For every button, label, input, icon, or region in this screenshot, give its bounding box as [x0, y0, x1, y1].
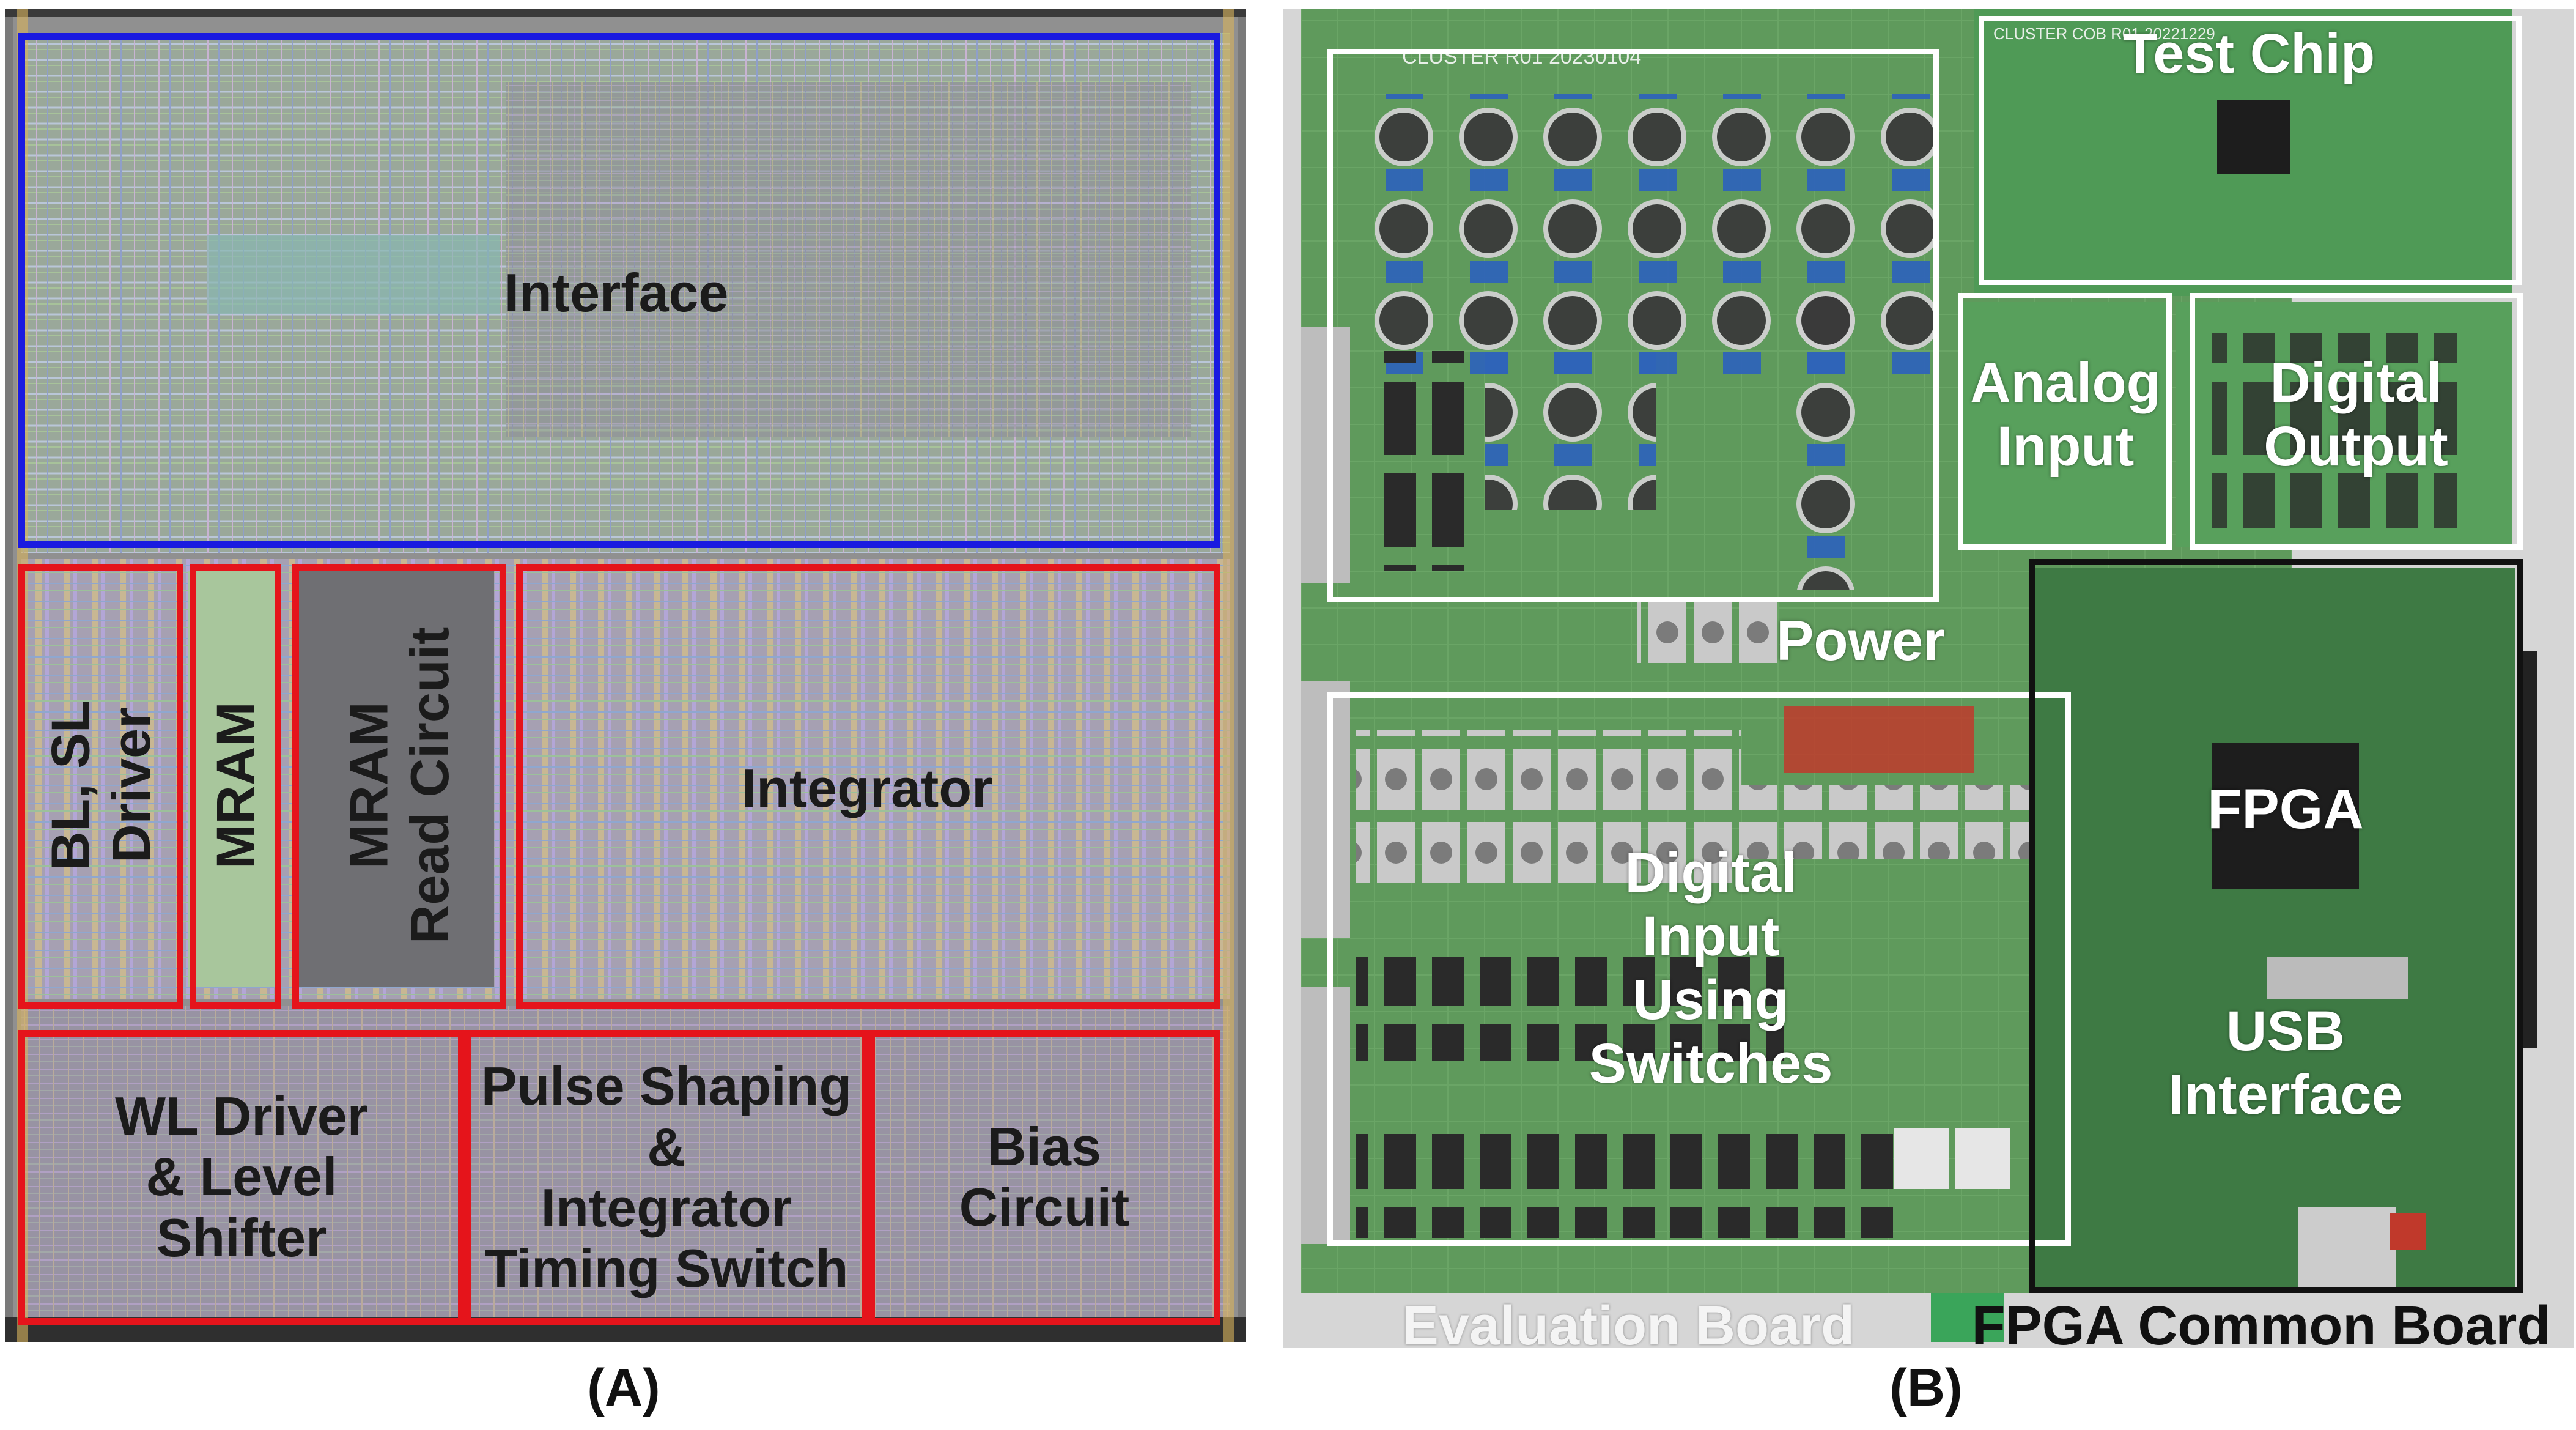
mram-label: MRAM — [205, 702, 266, 869]
chip-layout-image — [5, 9, 1246, 1342]
digital-input-region — [1327, 692, 2071, 1246]
digital-input-label: Digital Input Using Switches — [1589, 842, 1833, 1095]
panel-a-chip-layout: Interface BL, SL Driver MRAM MRAM Read C… — [5, 9, 1246, 1342]
digital-output-region — [2190, 293, 2523, 550]
interface-region — [18, 33, 1220, 548]
test-chip-region — [1979, 16, 2522, 285]
digital-output-label: Digital Output — [2264, 352, 2448, 478]
power-region — [1327, 49, 1939, 602]
evaluation-board-label: Evaluation Board — [1401, 1295, 1855, 1348]
analog-input-region — [1958, 293, 2172, 550]
fpga-common-board-region — [2029, 559, 2523, 1293]
pulse-shaping-label: Pulse Shaping & Integrator Timing Switch — [481, 1056, 852, 1299]
interface-label: Interface — [504, 262, 729, 324]
fpga-label: FPGA — [2207, 778, 2364, 841]
pulse-shaping-region — [465, 1030, 868, 1325]
panel-b-caption: (B) — [1889, 1358, 1963, 1417]
bl-sl-driver-label: BL, SL Driver — [40, 700, 161, 871]
analog-input-label: Analog Input — [1970, 352, 2161, 478]
cob-board-label: CLUSTER COB R01 20221229 — [1993, 24, 2215, 43]
panel-a-caption: (A) — [587, 1358, 660, 1417]
integrator-region — [516, 564, 1220, 1009]
board-photo-image — [1283, 9, 2574, 1348]
integrator-label: Integrator — [741, 758, 993, 819]
wl-driver-label: WL Driver & Level Shifter — [114, 1085, 369, 1268]
test-chip-label: Test Chip — [2122, 23, 2375, 86]
fpga-common-board-label: FPGA Common Board — [1971, 1295, 2551, 1348]
bl-sl-driver-region — [18, 564, 183, 1009]
power-label: Power — [1776, 610, 1946, 673]
wl-driver-region — [18, 1030, 465, 1325]
bias-circuit-region — [868, 1030, 1220, 1325]
mram-read-circuit-label: MRAM Read Circuit — [338, 626, 460, 944]
bias-circuit-label: Bias Circuit — [959, 1116, 1130, 1237]
usb-interface-label: USB Interface — [2168, 1000, 2403, 1126]
mram-region — [190, 564, 281, 1009]
panel-b-board-photo: CLUSTER R01 20230104 CLUSTER COB R01 202… — [1283, 9, 2574, 1348]
mram-read-circuit-region — [292, 564, 506, 1009]
